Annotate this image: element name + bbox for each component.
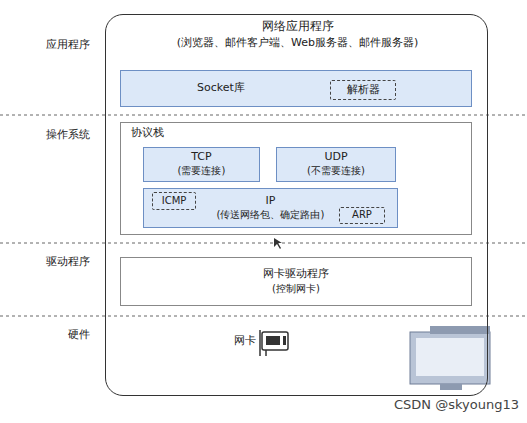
box-subtitle: (控制网卡): [121, 283, 471, 295]
nic-board: [262, 332, 288, 350]
box-subtitle: (不需要连接): [277, 165, 395, 177]
nic-pin: [265, 350, 267, 356]
box-title: TCP: [144, 150, 259, 163]
computer-illustration: [410, 326, 490, 390]
layer-divider: [0, 115, 527, 116]
computer-monitor: [410, 332, 490, 384]
layer-label: 操作系统: [46, 128, 90, 141]
layer-divider: [0, 316, 527, 317]
protocol-stack-box: 协议栈TCP(需要连接)UDP(不需要连接)IP(传送网络包、确定路由)ICMP…: [120, 122, 472, 235]
layer-label: 驱动程序: [46, 255, 90, 268]
box-title: 网络应用程序: [106, 19, 489, 33]
box-title: ARP: [340, 209, 384, 221]
tcp-box: TCP (需要连接): [143, 147, 260, 182]
layer-divider: [0, 243, 527, 244]
arp-box: ARP: [339, 207, 385, 224]
nic-driver-box: 网卡驱动程序 (控制网卡): [120, 257, 472, 306]
watermark: CSDN @skyoung13: [394, 397, 519, 413]
layer-label: 硬件: [68, 328, 90, 341]
box-title: UDP: [277, 150, 395, 163]
layer-divider: [0, 115, 527, 316]
box-title: Socket库: [181, 81, 261, 94]
box-title: 网卡驱动程序: [121, 267, 471, 280]
udp-box: UDP (不需要连接): [276, 147, 396, 182]
box-subtitle: (需要连接): [144, 165, 259, 177]
socket-library-box: Socket库 解析器: [120, 70, 472, 107]
computer-screen: [416, 338, 484, 376]
nic-bracket: [259, 330, 261, 356]
icmp-box: ICMP: [152, 192, 196, 210]
computer-tower: [430, 326, 490, 334]
box-title: ICMP: [153, 195, 195, 207]
box-title: 解析器: [331, 83, 395, 96]
box-subtitle: (浏览器、邮件客户端、Web服务器、邮件服务器): [106, 36, 489, 49]
nic-icon: [260, 330, 288, 356]
resolver-box: 解析器: [330, 80, 396, 100]
nic-chip: [266, 336, 280, 345]
box-title: 协议栈: [131, 126, 181, 139]
ip-box: IP(传送网络包、确定路由)ICMPARP: [143, 188, 398, 228]
computer-stand: [440, 384, 462, 390]
layer-label: 应用程序: [46, 38, 90, 51]
hardware-label: 网卡: [234, 334, 256, 347]
application-frame: 网络应用程序 (浏览器、邮件客户端、Web服务器、邮件服务器) Socket库 解析器…: [105, 14, 488, 396]
nic-port: [283, 336, 286, 345]
mouse-cursor: [274, 238, 282, 249]
